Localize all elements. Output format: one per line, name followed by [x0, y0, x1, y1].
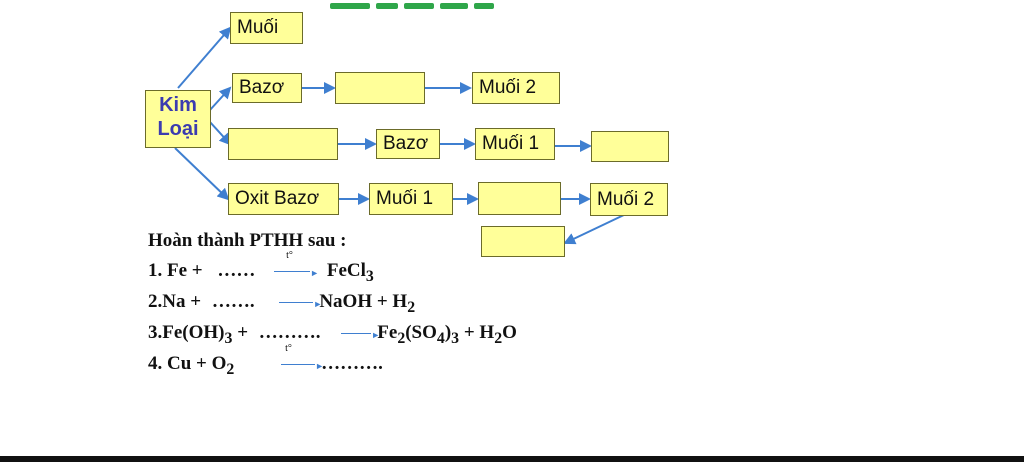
box-oxit-bazo: Oxit Bazơ: [228, 183, 339, 215]
arrow-icon: [274, 271, 311, 273]
eq1-right: FeCl3: [326, 260, 374, 285]
box-blank-row3-b: [591, 131, 669, 162]
eq4-right: ……….: [321, 353, 383, 374]
arrow-icon: [279, 302, 314, 304]
eq3-arrow: ►: [341, 322, 380, 344]
arrow-icon: [341, 333, 372, 335]
eq3-left: Fe(OH)3 +: [162, 322, 253, 347]
equation-3: 3.Fe(OH)3 + ………. ► Fe2(SO4)3 + H2O: [148, 322, 517, 348]
bottom-border: [0, 456, 1024, 462]
eq3-blank: ……….: [258, 322, 321, 343]
eq3-number: 3.: [148, 322, 163, 343]
kim-loai-box: Kim Loại: [145, 90, 211, 148]
eq1-blank: ……: [217, 260, 256, 281]
eq4-left: Cu + O2: [167, 353, 235, 378]
exercise-title: Hoàn thành PTHH sau :: [148, 230, 347, 251]
eq4-arrow: t° ►: [281, 343, 324, 375]
box-muoi2-row2: Muối 2: [472, 72, 560, 104]
box-muoi2-row4: Muối 2: [590, 183, 668, 216]
eq2-right: NaOH + H2: [319, 291, 416, 316]
kim-loai-line2: Loại: [157, 118, 199, 140]
eq1-condition: t°: [286, 250, 293, 261]
box-blank-row3-a: [228, 128, 338, 160]
eq2-arrow: ►: [279, 291, 322, 313]
arrow-icon: [281, 364, 316, 366]
eq4-condition: t°: [285, 343, 292, 354]
eq3-right: Fe2(SO4)3 + H2O: [377, 322, 517, 347]
equation-2: 2.Na + ……. ► NaOH + H2: [148, 291, 415, 317]
eq2-number: 2.: [148, 291, 163, 312]
box-bazo-row2: Bazơ: [232, 73, 302, 103]
box-bazo-row3: Bazơ: [376, 129, 440, 159]
box-blank-row5: [481, 226, 565, 257]
connector-origin-muoi: [177, 26, 232, 89]
eq1-left: Fe +: [167, 260, 208, 281]
box-muoi1-row4: Muối 1: [369, 183, 453, 215]
kim-loai-line1: Kim: [159, 94, 197, 116]
connector-origin-bazo: [209, 86, 232, 111]
box-muoi1-row3: Muối 1: [475, 128, 555, 160]
box-blank-row2: [335, 72, 425, 104]
equation-4: 4. Cu + O2 t° ► ……….: [148, 343, 383, 379]
eq2-blank: …….: [211, 291, 255, 312]
eq1-number: 1.: [148, 260, 163, 281]
arrow-r4-to-r5: [563, 213, 627, 245]
equation-1: 1. Fe + …… t° ► FeCl3: [148, 250, 374, 286]
connector-origin-oxit: [174, 147, 230, 201]
top-title-fragment: [330, 0, 520, 9]
connector-origin-row3: [209, 121, 232, 146]
eq4-number: 4.: [148, 353, 163, 374]
eq2-left: Na +: [162, 291, 206, 312]
box-muoi-top: Muối: [230, 12, 303, 44]
box-blank-row4: [478, 182, 561, 215]
eq1-arrow: t° ►: [274, 250, 319, 282]
